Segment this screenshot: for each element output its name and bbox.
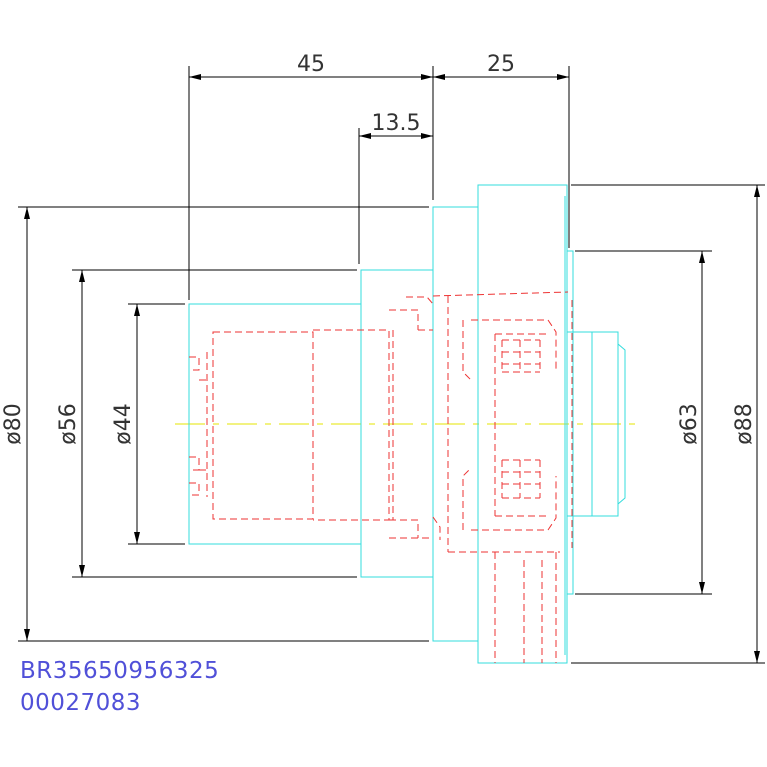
dim-dia56-label: ø56: [56, 403, 81, 444]
part-code-primary: BR35650956325: [20, 658, 220, 684]
dim-dia63-label: ø63: [677, 403, 702, 444]
hidden-lines: [189, 291, 573, 663]
dim-45-label: 45: [297, 52, 325, 77]
part-outline: [188, 184, 626, 664]
dim-dia80-label: ø80: [1, 403, 26, 444]
dim-dia44-label: ø44: [111, 403, 136, 444]
dim-25-label: 25: [487, 52, 515, 77]
part-code-secondary: 00027083: [20, 690, 142, 716]
dimension-lines: [18, 66, 765, 664]
dim-dia88-label: ø88: [732, 403, 757, 444]
dim-13-5-label: 13.5: [372, 111, 421, 136]
